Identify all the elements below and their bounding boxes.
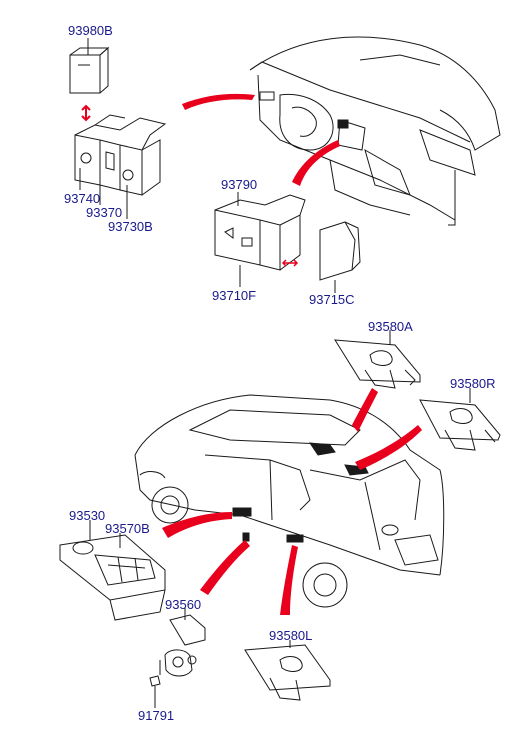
callout-arrow-roof-l [280, 545, 298, 615]
part-label-93370: 93370 [86, 205, 123, 220]
part-label-93570b: 93570B [105, 521, 150, 536]
part-label-93715c: 93715C [309, 292, 355, 307]
callout-arrow-door-switch [200, 540, 250, 595]
leader-lines [79, 38, 471, 708]
switch-cluster-left [69, 46, 167, 196]
part-label-93530: 93530 [69, 508, 106, 523]
callout-arrow-dash-center [292, 140, 340, 186]
callout-arrows [162, 93, 422, 615]
window-master-switch [59, 534, 166, 621]
part-label-93980b: 93980B [68, 23, 113, 38]
callout-arrow-roof-r [355, 425, 422, 470]
car-illustration [134, 394, 445, 608]
part-label-93730b: 93730B [108, 219, 153, 234]
part-label-93790: 93790 [221, 177, 258, 192]
part-label-91791: 91791 [138, 708, 175, 723]
hazard-switch-assembly [214, 194, 361, 281]
dashboard-illustration [249, 36, 501, 226]
callout-arrow-dash-left [182, 93, 255, 110]
callout-arrow-roof-a [352, 388, 378, 432]
roof-switch-93580l [244, 644, 331, 701]
part-label-93580a: 93580A [368, 319, 413, 334]
part-label-93560: 93560 [165, 597, 202, 612]
roof-switch-93580r [419, 399, 501, 451]
part-label-93580r: 93580R [450, 376, 496, 391]
roof-switch-93580a [334, 339, 421, 389]
part-label-93580l: 93580L [269, 628, 313, 643]
door-switch-assembly [149, 614, 206, 700]
part-label-93740: 93740 [64, 191, 101, 206]
part-label-93710f: 93710F [212, 288, 257, 303]
callout-arrow-window-switch [162, 512, 232, 538]
